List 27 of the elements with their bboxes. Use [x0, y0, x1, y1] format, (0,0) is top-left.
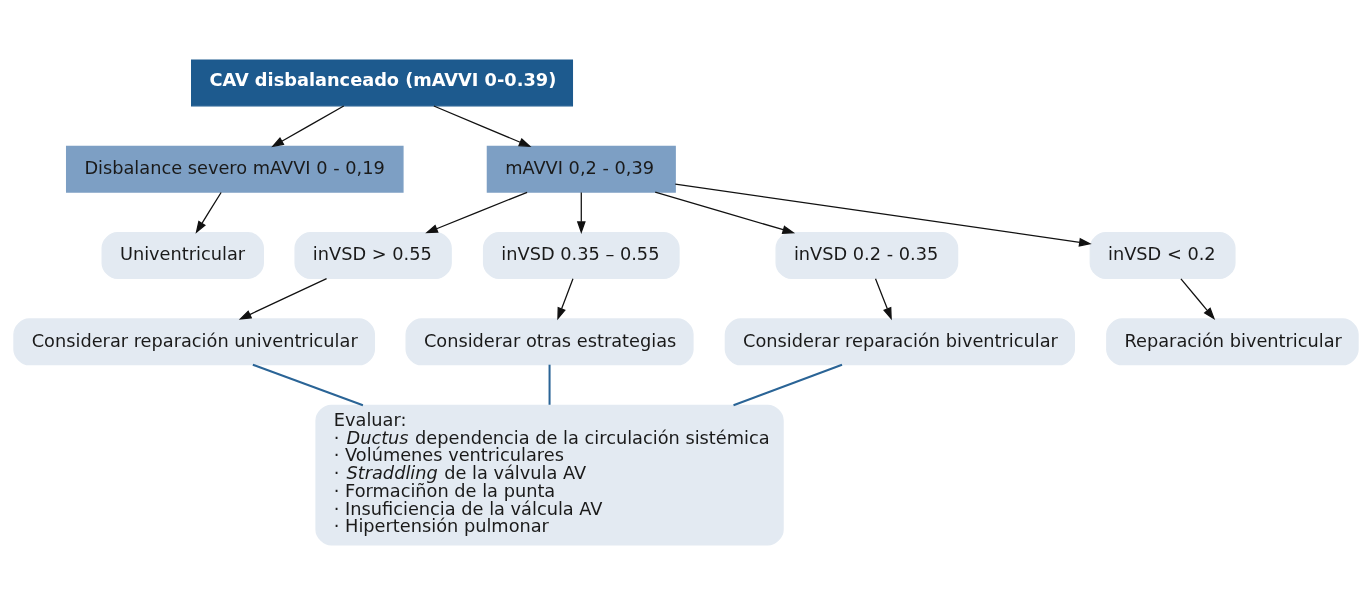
node-box: Considerar reparación biventricular	[724, 317, 1075, 365]
node-box: CAV disbalanceado (mAVVI 0-0.39)	[191, 58, 574, 106]
node-box: inVSD < 0.2	[1089, 231, 1236, 279]
node-box: Considerar otras estrategias	[405, 317, 694, 365]
node-box: Reparación biventricular	[1106, 317, 1359, 365]
node-box: Considerar reparación univentricular	[13, 317, 376, 365]
node-box: Disbalance severo mAVVI 0 - 0,19	[66, 145, 404, 193]
arrow	[238, 277, 328, 320]
connector	[548, 364, 551, 405]
arrow	[654, 191, 796, 234]
node-box: Univentricular	[101, 231, 264, 279]
arrow	[425, 191, 528, 233]
node-box: inVSD 0.2 - 0.35	[775, 231, 959, 279]
node-box: inVSD > 0.55	[294, 231, 452, 279]
connector	[733, 363, 843, 406]
arrow	[576, 191, 586, 234]
arrow	[271, 104, 345, 147]
node-box: inVSD 0.35 – 0.55	[482, 231, 680, 279]
arrow	[557, 277, 574, 320]
connector	[252, 363, 364, 406]
arrow	[195, 191, 222, 234]
arrow	[433, 104, 532, 147]
arrow	[874, 277, 892, 320]
arrow	[674, 182, 1092, 247]
node-box: Evaluar: · Ductus dependencia de la circulación sistémica · Volúmenes ventriculares · Straddling de la válvula AV · Formaciñon de la punta · Insuficiencia de la válcula AV · Hipertensión pulmonar	[315, 404, 784, 546]
arrow	[1180, 277, 1216, 320]
node-box: mAVVI 0,2 - 0,39	[486, 145, 676, 193]
